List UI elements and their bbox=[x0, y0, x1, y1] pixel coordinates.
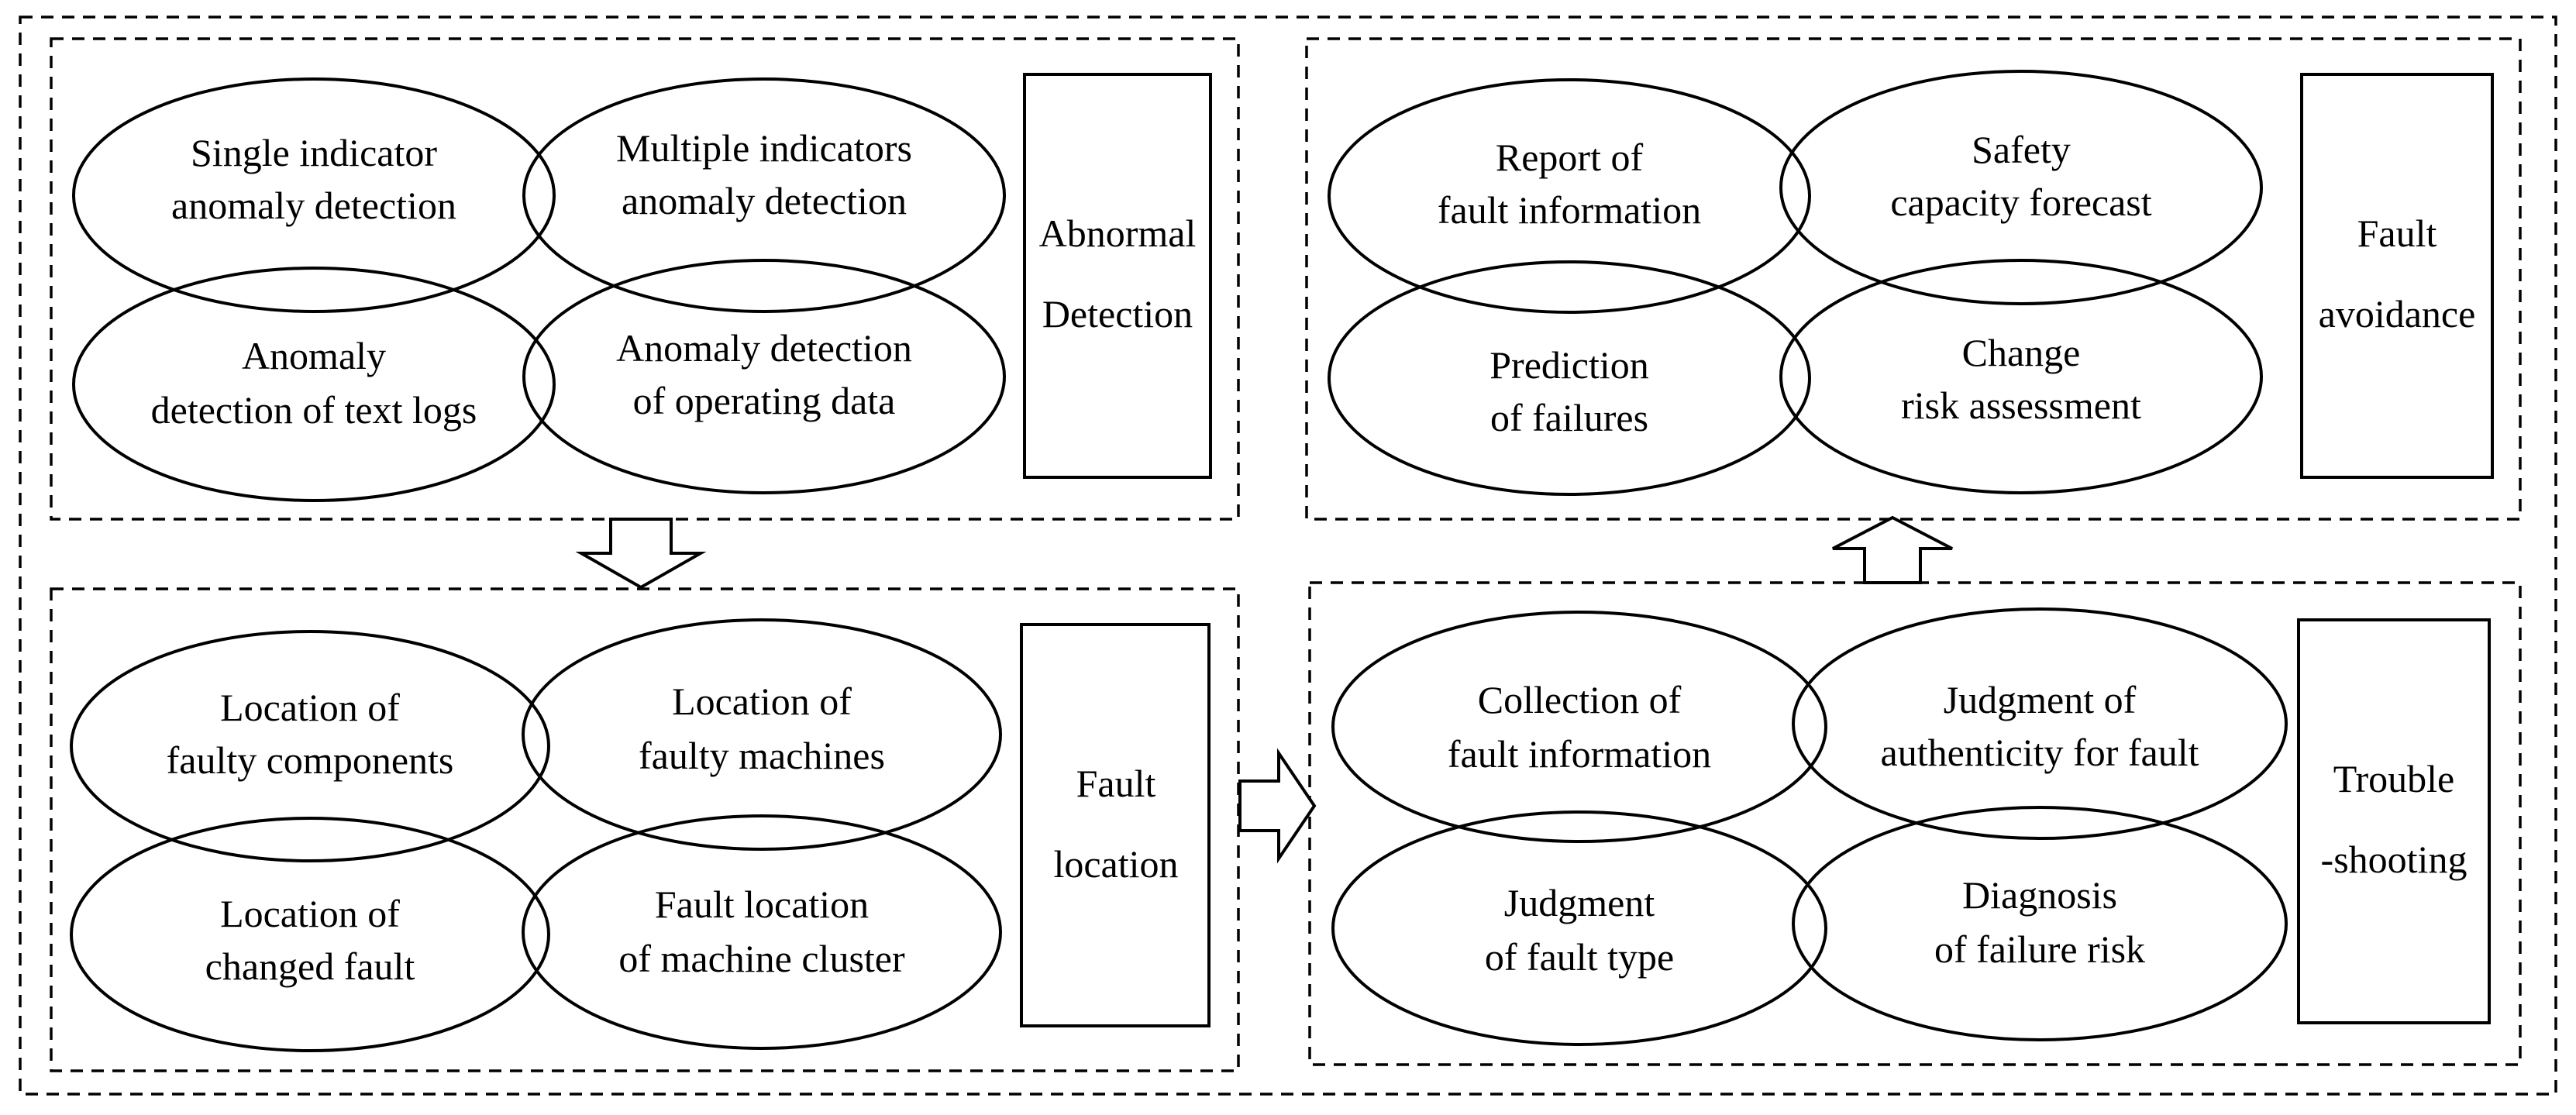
item-text: of operating data bbox=[633, 379, 896, 422]
item-text: authenticity for fault bbox=[1881, 731, 2199, 774]
item-text: of fault type bbox=[1485, 935, 1674, 979]
panel-fault-avoidance: Report of fault information Safety capac… bbox=[1305, 37, 2522, 521]
module-label-box bbox=[1023, 73, 1212, 479]
item-ellipse bbox=[1779, 259, 2263, 494]
item-ellipse bbox=[522, 618, 1002, 851]
panel-frame bbox=[1305, 37, 2522, 521]
item-ellipse bbox=[1331, 810, 1827, 1046]
item-ellipse bbox=[1779, 70, 2263, 305]
item-ellipse bbox=[1792, 806, 2288, 1041]
item-ellipse bbox=[1331, 611, 1827, 843]
item-text: of machine cluster bbox=[618, 937, 905, 980]
module-label: Trouble bbox=[2333, 757, 2455, 800]
item-text: faulty machines bbox=[639, 734, 885, 777]
item-text: Anomaly detection bbox=[616, 326, 912, 370]
panel-abnormal-detection: Single indicator anomaly detection Multi… bbox=[50, 37, 1240, 521]
item-ellipse bbox=[72, 267, 556, 502]
item-text: Safety bbox=[1972, 128, 2071, 171]
item-text: Location of bbox=[220, 686, 400, 729]
flow-arrow-right bbox=[1238, 748, 1317, 864]
item-text: Multiple indicators bbox=[616, 126, 912, 170]
module-label: location bbox=[1053, 842, 1178, 886]
outer-frame bbox=[19, 15, 2557, 1096]
item-ellipse bbox=[1792, 607, 2288, 840]
item-text: capacity forecast bbox=[1890, 181, 2151, 224]
panel-frame bbox=[1308, 581, 2522, 1066]
item-text: Anomaly bbox=[242, 334, 386, 377]
item-text: Judgment bbox=[1504, 881, 1655, 924]
item-text: Location of bbox=[220, 892, 400, 935]
item-text: fault information bbox=[1448, 732, 1711, 776]
module-label: Detection bbox=[1042, 292, 1193, 336]
item-ellipse bbox=[70, 817, 550, 1052]
module-label: Abnormal bbox=[1039, 212, 1197, 255]
item-text: of failures bbox=[1490, 396, 1648, 439]
item-text: Single indicator bbox=[191, 131, 437, 174]
item-text: Collection of bbox=[1478, 678, 1682, 721]
item-text: Report of bbox=[1496, 136, 1644, 179]
item-ellipse bbox=[522, 77, 1006, 313]
flow-arrow-up bbox=[1832, 515, 1953, 584]
item-ellipse bbox=[70, 630, 550, 862]
module-label: -shooting bbox=[2321, 838, 2468, 881]
panel-troubleshooting: Collection of fault information Judgment… bbox=[1308, 581, 2522, 1066]
module-label: Fault bbox=[2357, 212, 2437, 255]
item-text: Diagnosis bbox=[1962, 873, 2117, 917]
item-text: anomaly detection bbox=[171, 184, 456, 227]
item-text: fault information bbox=[1438, 188, 1701, 232]
module-label: avoidance bbox=[2319, 292, 2476, 336]
item-text: Judgment of bbox=[1944, 678, 2137, 721]
item-ellipse bbox=[522, 259, 1006, 494]
item-ellipse bbox=[522, 814, 1002, 1050]
item-text: Fault location bbox=[655, 883, 869, 926]
module-label-box bbox=[2300, 73, 2494, 479]
flow-arrow-down bbox=[575, 518, 707, 590]
item-text: changed fault bbox=[205, 945, 415, 988]
item-ellipse bbox=[72, 77, 556, 313]
item-text: Location of bbox=[672, 680, 852, 723]
panel-fault-location: Location of faulty components Location o… bbox=[50, 587, 1240, 1072]
item-ellipse bbox=[1328, 78, 1811, 314]
item-ellipse bbox=[1328, 260, 1811, 496]
item-text: of failure risk bbox=[1934, 927, 2145, 971]
item-text: Prediction bbox=[1489, 343, 1649, 387]
module-label-box bbox=[2297, 618, 2491, 1024]
module-label: Fault bbox=[1076, 762, 1156, 805]
item-text: detection of text logs bbox=[151, 388, 477, 432]
item-text: Change bbox=[1962, 331, 2081, 374]
item-text: anomaly detection bbox=[622, 179, 907, 222]
module-label-box bbox=[1020, 623, 1211, 1027]
panel-frame bbox=[50, 37, 1240, 521]
item-text: risk assessment bbox=[1901, 384, 2141, 427]
item-text: faulty components bbox=[167, 738, 454, 782]
